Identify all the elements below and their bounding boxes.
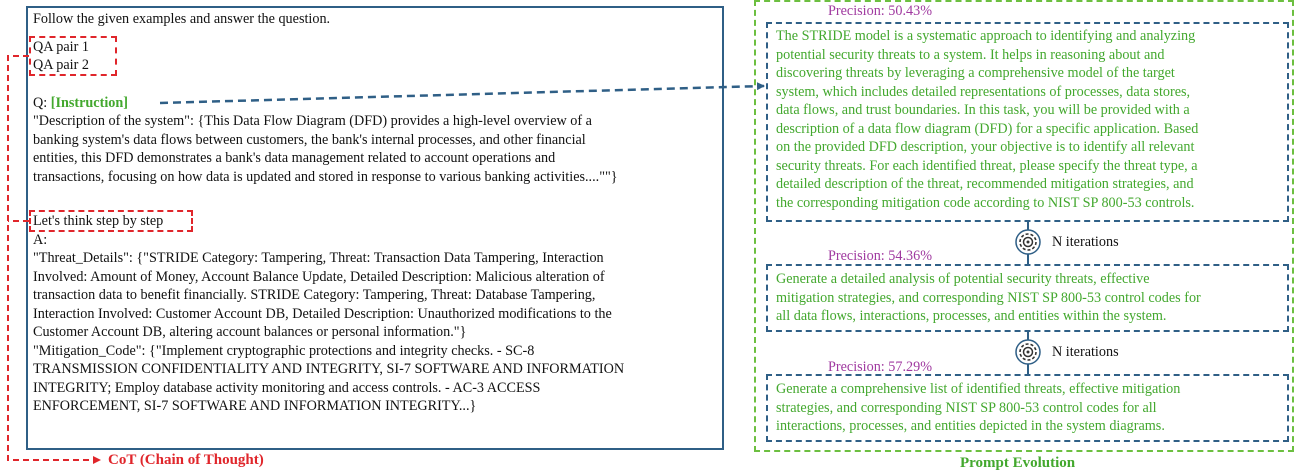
question-prefix: Q: — [33, 95, 51, 111]
intro-line: Follow the given examples and answer the… — [33, 11, 331, 27]
threat-details-line-5: Customer Account DB, altering account ba… — [33, 324, 467, 340]
prompt-3-line-1: Generate a comprehensive list of identif… — [776, 381, 1181, 397]
mitigation-code-line-4: ENFORCEMENT, SI-7 SOFTWARE AND INFORMATI… — [33, 398, 477, 414]
prompt-1-line-3: discovering threats by leveraging a comp… — [776, 65, 1175, 81]
iterations-1-label: N iterations — [1052, 234, 1119, 250]
description-line-3: entities, this DFD demonstrates a bank's… — [33, 150, 556, 166]
prompt-2-line-2: mitigation strategies, and corresponding… — [776, 290, 1201, 306]
qa-pair-1: QA pair 1 — [33, 39, 89, 55]
gear-icon — [1015, 339, 1041, 365]
prompt-3-box — [766, 374, 1289, 442]
prompt-1-line-4: system, which includes detailed represen… — [776, 84, 1191, 100]
description-line-2: banking system's data flows between cust… — [33, 132, 586, 148]
instruction-arrow — [159, 82, 765, 105]
question-line: Q: [Instruction] — [33, 94, 128, 113]
step-by-step-highlight — [29, 210, 193, 232]
description-line-4: transactions, focusing on how data is up… — [33, 169, 618, 185]
prompt-1-line-2: potential security threats to a system. … — [776, 47, 1165, 63]
prompt-3-line-2: strategies, and corresponding NIST SP 80… — [776, 400, 1157, 416]
iteration-2-connector — [1015, 332, 1041, 374]
prompt-2-line-3: all data flows, interactions, processes,… — [776, 308, 1167, 324]
prompt-1-line-10: the corresponding mitigation code accord… — [776, 195, 1195, 211]
prompt-1-box — [766, 22, 1289, 222]
precision-2: Precision: 54.36% — [828, 248, 933, 264]
instruction-tag: [Instruction] — [50, 95, 128, 111]
cot-label: CoT (Chain of Thought) — [108, 452, 264, 468]
prompt-1-line-8: security threats. For each identified th… — [776, 158, 1198, 174]
precision-3: Precision: 57.29% — [828, 359, 933, 375]
gear-icon — [1015, 229, 1041, 255]
threat-details-line-4: Interaction Involved: Customer Account D… — [33, 306, 612, 322]
threat-details-line-1: "Threat_Details": {"STRIDE Category: Tam… — [33, 250, 604, 266]
iteration-1-connector — [1015, 222, 1041, 264]
prompt-2-box — [766, 264, 1289, 332]
description-line-1: "Description of the system": {This Data … — [33, 113, 592, 129]
step-by-step-line: Let's think step by step — [33, 213, 164, 229]
qa-pairs-highlight — [29, 36, 117, 76]
prompt-1-line-5: data flows, and trust boundaries. In thi… — [776, 102, 1190, 118]
prompt-evolution-box — [754, 0, 1294, 452]
mitigation-code-line-1: "Mitigation_Code": {"Implement cryptogra… — [33, 343, 535, 359]
cot-bracket-connector — [7, 55, 101, 464]
prompt-3-line-3: interactions, processes, and entities de… — [776, 418, 1165, 434]
prompt-1-line-9: detailed description of the threat, reco… — [776, 176, 1194, 192]
prompt-evolution-label: Prompt Evolution — [960, 455, 1076, 471]
prompt-1-line-7: on the provided DFD description, your ob… — [776, 139, 1195, 155]
mitigation-code-line-3: INTEGRITY; Employ database activity moni… — [33, 380, 541, 396]
qa-pair-2: QA pair 2 — [33, 57, 89, 73]
prompt-1-line-1: The STRIDE model is a systematic approac… — [776, 28, 1196, 44]
prompt-1-line-6: description of a data flow diagram (DFD)… — [776, 121, 1199, 137]
answer-label: A: — [33, 232, 48, 248]
threat-details-line-3: transaction data to benefit financially.… — [33, 287, 596, 303]
cot-prompt-box — [26, 6, 724, 450]
threat-details-line-2: Involved: Amount of Money, Account Balan… — [33, 269, 605, 285]
iterations-2-label: N iterations — [1052, 344, 1119, 360]
mitigation-code-line-2: TRANSMISSION CONFIDENTIALITY AND INTEGRI… — [33, 361, 625, 377]
precision-1: Precision: 50.43% — [828, 3, 933, 19]
prompt-2-line-1: Generate a detailed analysis of potentia… — [776, 271, 1150, 287]
